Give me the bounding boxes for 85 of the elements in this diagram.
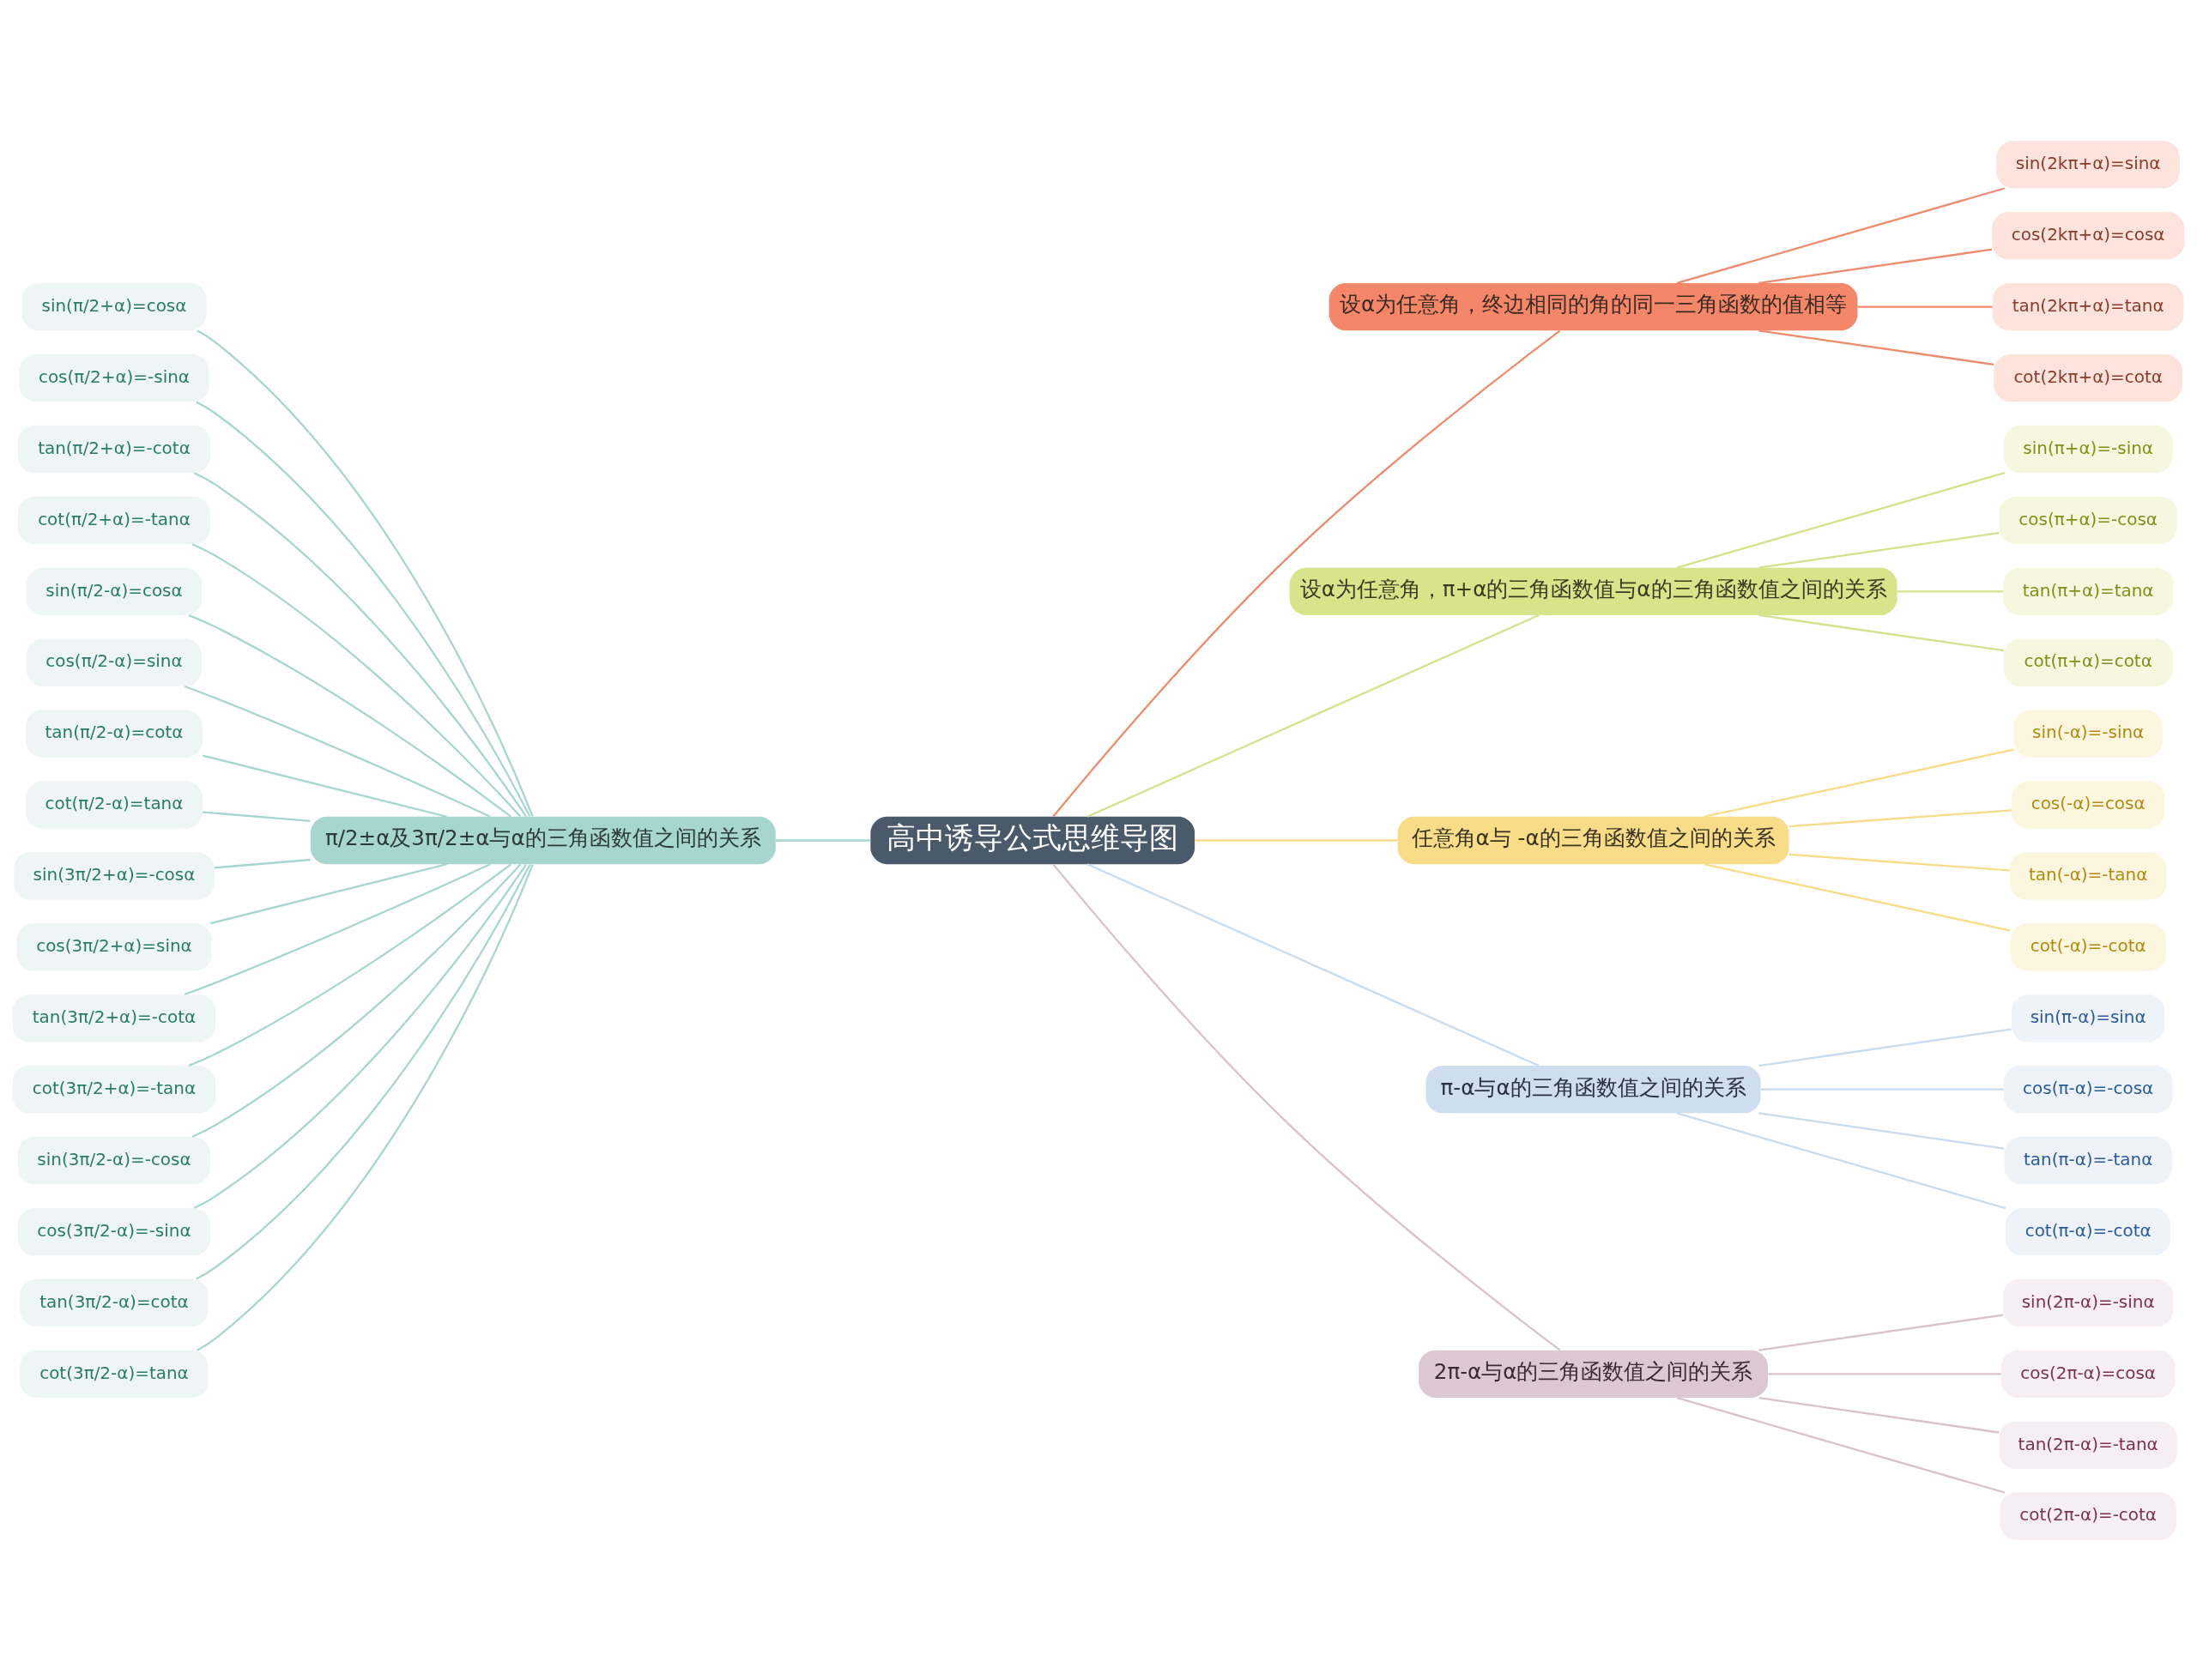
connector [202, 754, 447, 818]
connector [1758, 531, 2000, 569]
connector [1758, 1313, 2004, 1351]
node-box: sin(π/2-α)=cosα [26, 567, 203, 615]
connector [1676, 471, 2006, 569]
connector [197, 329, 534, 817]
node-box: cot(2kπ+α)=cotα [1994, 354, 2182, 402]
connector [1788, 853, 2010, 872]
node-box: sin(-α)=-sinα [2013, 710, 2163, 758]
node-box: sin(2kπ+α)=sinα [1996, 140, 2180, 188]
node-box: cot(3π/2+α)=-tanα [12, 1065, 216, 1113]
node-box: sin(π-α)=sinα [2012, 994, 2165, 1042]
node-box: 设α为任意角，π+α的三角函数值与α的三角函数值之间的关系 [1289, 567, 1897, 615]
node-box: cos(2π-α)=cosα [2000, 1350, 2176, 1398]
connector [1758, 248, 1993, 284]
connector [1676, 1111, 2006, 1209]
node-box: cos(3π/2+α)=sinα [16, 922, 212, 970]
node-box: tan(π/2-α)=cotα [26, 710, 203, 758]
node-box: π-α与α的三角函数值之间的关系 [1425, 1065, 1761, 1113]
connector [1758, 1027, 2012, 1067]
connector [184, 685, 491, 818]
node-box: 2π-α与α的三角函数值之间的关系 [1419, 1350, 1769, 1398]
connector [1704, 862, 2011, 932]
connector [1758, 1396, 2000, 1434]
node-box: cot(π/2+α)=-tanα [17, 496, 211, 544]
node-box: 设α为任意角，终边相同的角的同一三角函数的值相等 [1328, 282, 1858, 330]
connector [1704, 748, 2014, 818]
node-box: cot(2π-α)=-cotα [2000, 1492, 2177, 1540]
connector [193, 863, 527, 1209]
node-box: cot(π-α)=-cotα [2006, 1207, 2171, 1255]
connector [203, 810, 311, 822]
node-box: π/2±α及3π/2±α与α的三角函数值之间的关系 [310, 816, 776, 864]
connector [1676, 1396, 2006, 1494]
node-box: cot(π/2-α)=tanα [26, 780, 203, 829]
node-box: cos(π/2-α)=sinα [26, 638, 203, 686]
node-box: cos(π/2+α)=-sinα [19, 354, 209, 402]
connector [1086, 862, 1540, 1067]
node-box: cot(3π/2-α)=tanα [20, 1350, 209, 1398]
connector [193, 471, 527, 817]
node-box: tan(2π-α)=-tanα [1999, 1421, 2177, 1469]
connector [1195, 838, 1398, 842]
connector [1857, 305, 1993, 308]
node-box: tan(π+α)=tanα [2003, 567, 2174, 615]
node-box: tan(-α)=-tanα [2009, 851, 2167, 900]
node-box: sin(3π/2+α)=-cosα [14, 851, 215, 900]
connector [1758, 1111, 2005, 1150]
connector [210, 862, 447, 924]
node-box: cos(2kπ+α)=cosα [1992, 211, 2185, 259]
node-box: cos(π+α)=-cosα [1999, 496, 2177, 544]
connector [1758, 329, 1994, 366]
node-box: tan(3π/2+α)=-cotα [12, 994, 216, 1042]
node-box: sin(π/2+α)=cosα [21, 282, 207, 330]
connector [1897, 589, 2003, 592]
node-box: tan(π/2+α)=-cotα [17, 425, 211, 473]
connector [1052, 863, 1561, 1351]
connector [197, 863, 534, 1351]
connector [1758, 613, 2005, 651]
node-box: tan(π-α)=-tanα [2004, 1136, 2172, 1184]
connector [1760, 1088, 2004, 1091]
node-box: 高中诱导公式思维导图 [870, 816, 1195, 864]
node-box: cot(-α)=-cotα [2010, 922, 2166, 970]
connector [196, 400, 531, 817]
node-box: tan(2kπ+α)=tanα [1992, 282, 2184, 330]
connector [1768, 1372, 2001, 1375]
connector [775, 838, 871, 842]
connector [1676, 186, 2006, 284]
connector [1788, 808, 2012, 827]
connector [1086, 613, 1540, 818]
connector [184, 862, 491, 995]
node-box: cot(π+α)=cotα [2003, 638, 2173, 686]
connector [191, 542, 522, 817]
node-box: sin(3π/2-α)=-cosα [17, 1136, 211, 1184]
node-box: sin(2π-α)=-sinα [2003, 1278, 2174, 1326]
connector [188, 862, 511, 1067]
connector [196, 863, 531, 1280]
node-box: 任意角α与 -α的三角函数值之间的关系 [1397, 816, 1789, 864]
node-box: sin(π+α)=-sinα [2003, 425, 2173, 473]
node-box: tan(3π/2-α)=cotα [20, 1278, 209, 1326]
node-box: cos(-α)=cosα [2012, 780, 2165, 829]
connector [188, 613, 511, 818]
node-box: cos(π-α)=-cosα [2003, 1065, 2173, 1113]
node-box: cos(3π/2-α)=-sinα [17, 1207, 211, 1255]
connector [1052, 329, 1561, 817]
connector [191, 863, 522, 1138]
connector [214, 858, 311, 868]
